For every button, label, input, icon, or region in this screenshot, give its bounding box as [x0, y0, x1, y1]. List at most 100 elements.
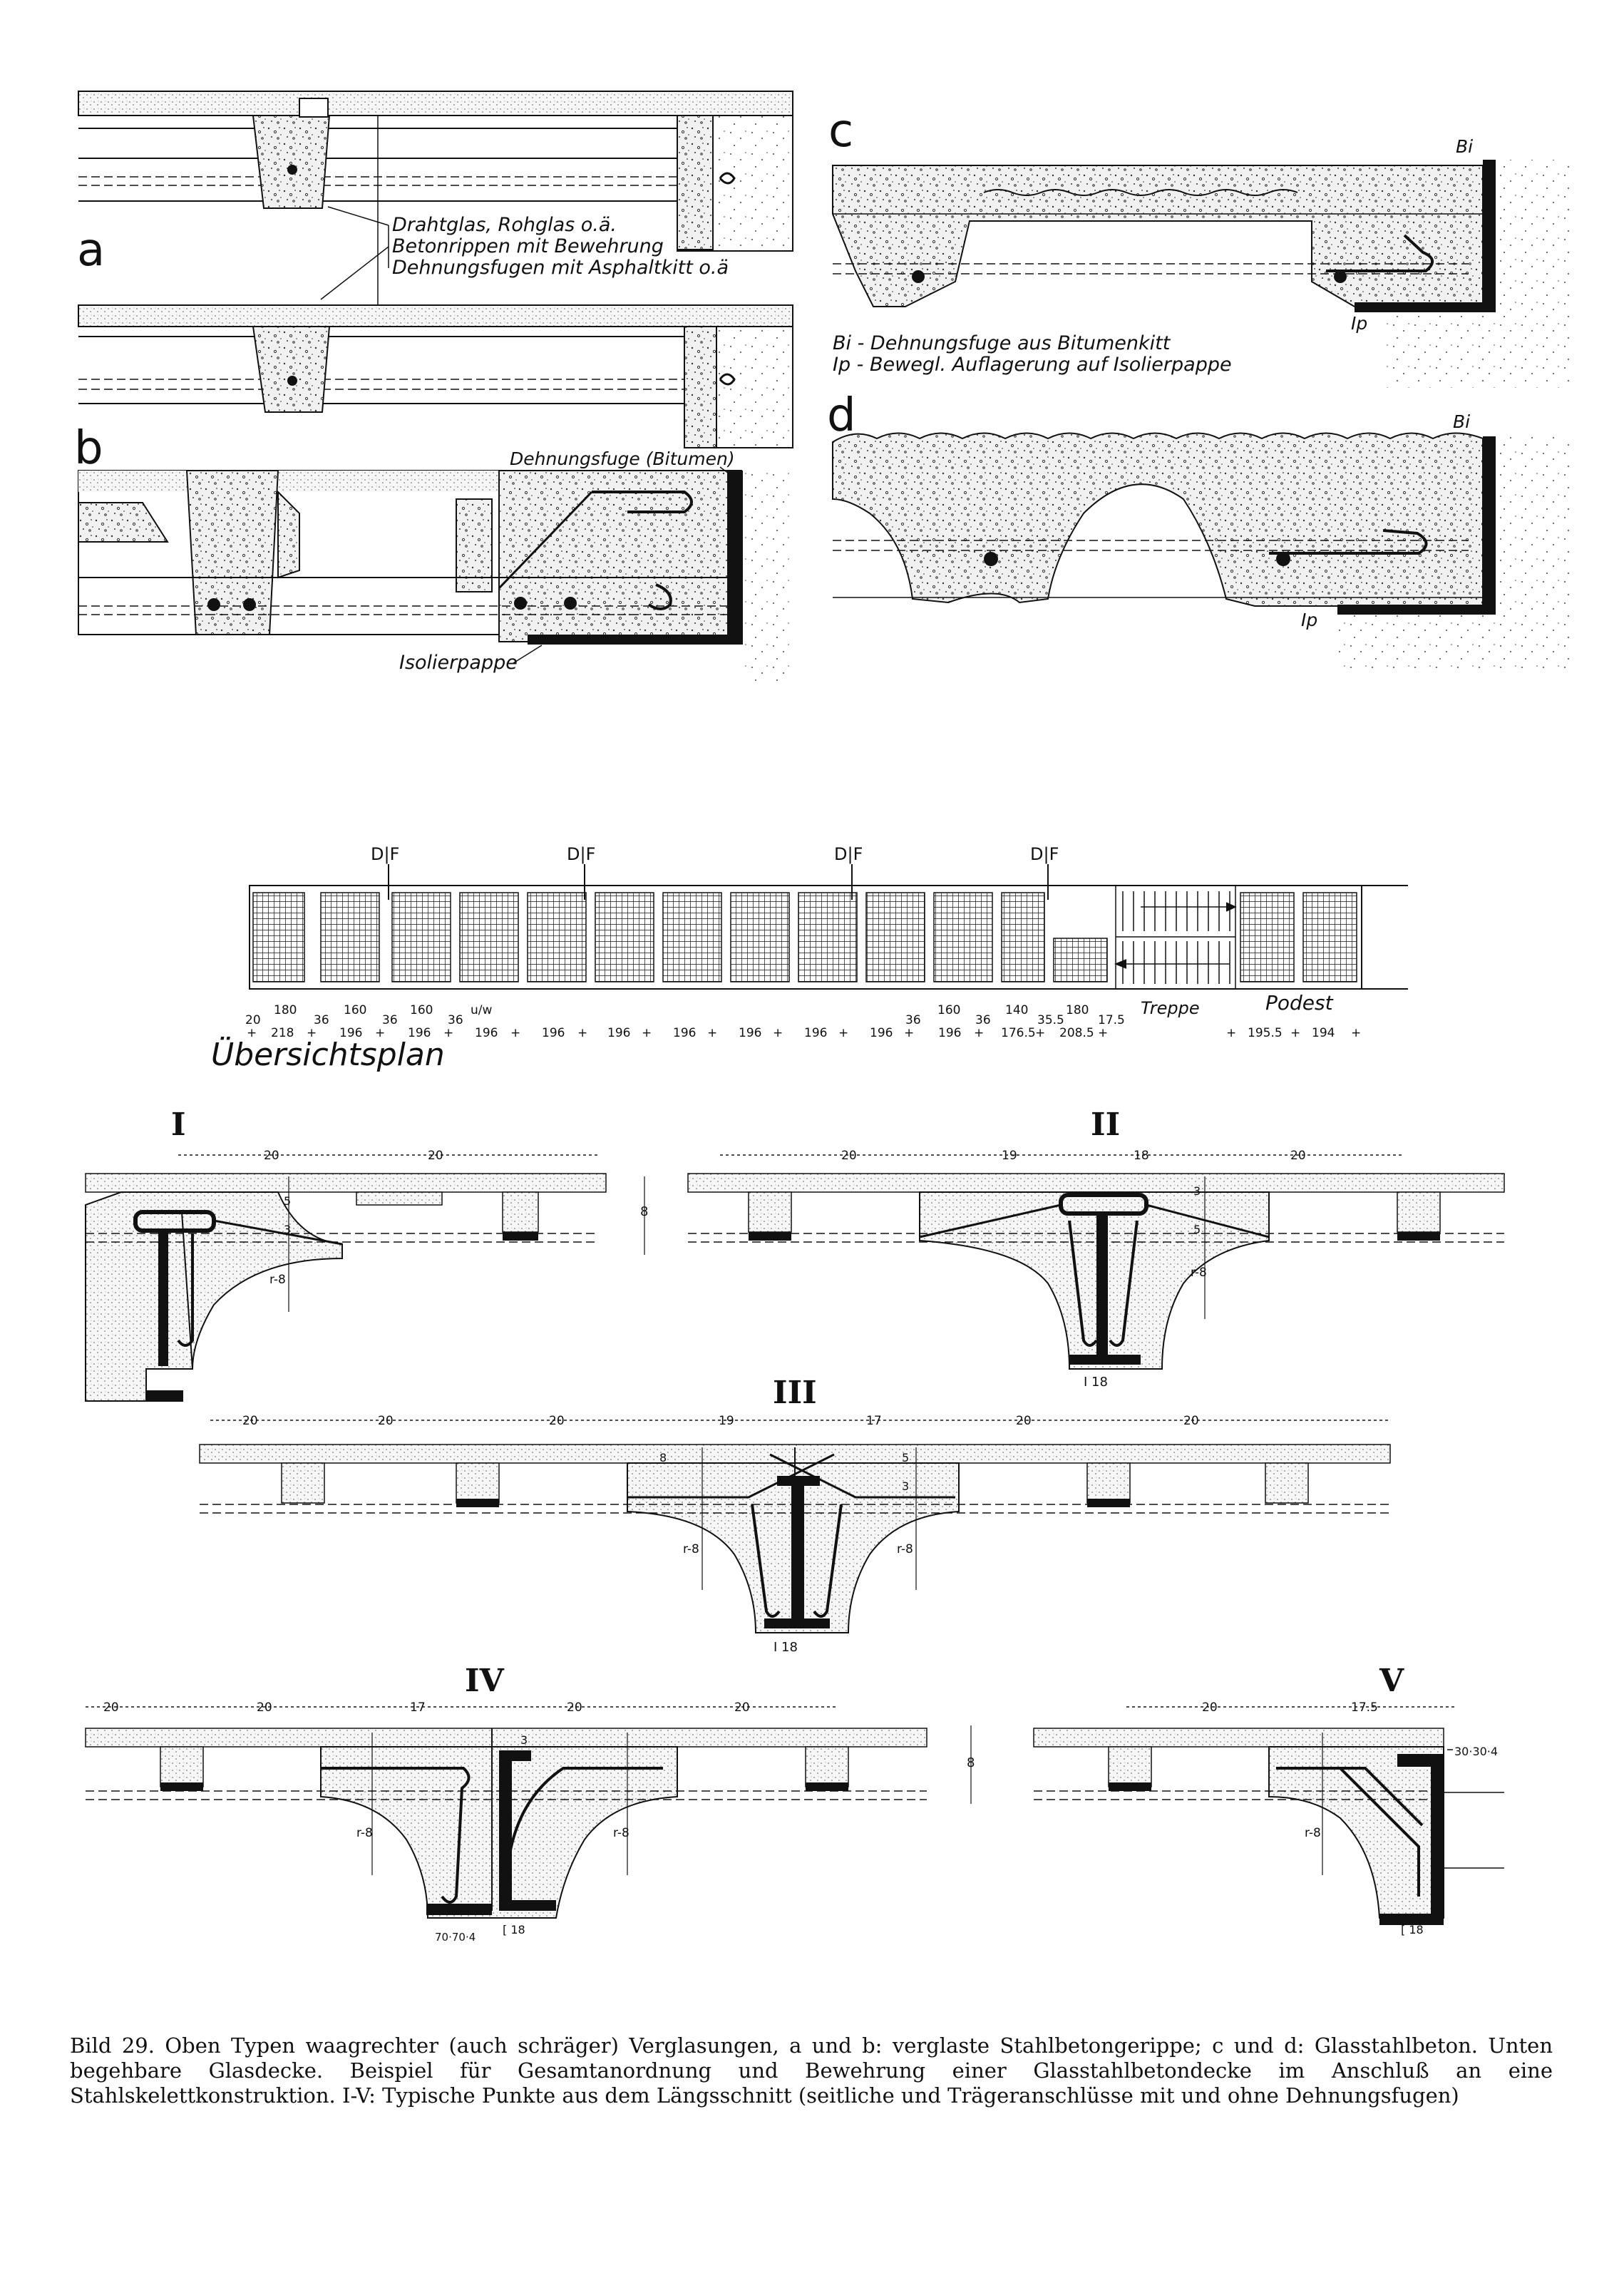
legend-c-bi: Bi - Dehnungsfuge aus Bitumenkitt: [833, 332, 1171, 354]
overview-plan: D|F D|F D|F D|F 20 180 36 160 36 160 36 …: [211, 844, 1408, 1073]
svg-text:+: +: [1290, 1026, 1300, 1040]
svg-text:196: 196: [339, 1026, 362, 1040]
svg-text:140: 140: [1005, 1003, 1028, 1017]
svg-text:160: 160: [410, 1003, 433, 1017]
label-c-ip: Ip: [1351, 313, 1367, 334]
svg-text:5: 5: [1193, 1223, 1201, 1236]
svg-text:3: 3: [902, 1479, 909, 1493]
svg-text:17: 17: [866, 1414, 882, 1428]
svg-text:17: 17: [410, 1700, 426, 1715]
svg-text:20: 20: [428, 1149, 443, 1163]
detail-III: III 20 20 20 19 17 20 20 8 5 3 r-8 r-8 I…: [199, 1375, 1391, 1655]
figure-a-letter: a: [77, 224, 105, 277]
detail-V: V 20 17.5 30·30·4 r-8 [ 18: [1033, 1663, 1504, 1936]
svg-text:+: +: [510, 1026, 520, 1040]
svg-text:36: 36: [448, 1013, 463, 1027]
glass-block-c: [832, 165, 1484, 307]
label-b-joint: Dehnungsfuge (Bitumen): [510, 448, 735, 469]
svg-text:196: 196: [542, 1026, 565, 1040]
rib-a-bottom: [252, 326, 331, 413]
svg-text:r-8: r-8: [1305, 1826, 1321, 1840]
svg-text:18: 18: [1134, 1149, 1149, 1163]
glass-block-d: [832, 432, 1484, 607]
svg-text:r-8: r-8: [356, 1826, 373, 1840]
svg-text:20: 20: [245, 1013, 261, 1027]
svg-text:+: +: [974, 1026, 984, 1040]
joint-markers: D|F D|F D|F D|F: [371, 844, 1059, 900]
svg-text:17.5: 17.5: [1351, 1700, 1378, 1715]
svg-text:36: 36: [975, 1013, 991, 1027]
svg-text:+: +: [247, 1026, 257, 1040]
label-podest: Podest: [1265, 991, 1334, 1015]
figure-d: d Bi Ip: [827, 389, 1573, 672]
svg-text:r-8: r-8: [897, 1542, 913, 1556]
svg-text:70·70·4: 70·70·4: [435, 1931, 476, 1944]
edge-beam-b: [498, 470, 742, 642]
svg-text:208.5: 208.5: [1059, 1026, 1094, 1040]
svg-text:196: 196: [607, 1026, 630, 1040]
svg-text:I 18: I 18: [1084, 1375, 1108, 1390]
svg-text:196: 196: [673, 1026, 696, 1040]
figure-c: c Bi Ip Bi - Dehnungsfuge aus Bitumenkit…: [828, 105, 1573, 388]
dimensions-top: 20 180 36 160 36 160 36 u/w 36 160 36 14…: [245, 1003, 1125, 1027]
svg-text:196: 196: [938, 1026, 961, 1040]
joint-label-4: D|F: [1030, 844, 1059, 864]
svg-text:195.5: 195.5: [1248, 1026, 1283, 1040]
label-b-pad: Isolierpappe: [399, 652, 518, 674]
technical-drawings: Drahtglas, Rohglas o.ä. Betonrippen mit …: [74, 91, 1573, 1944]
detail-III-numeral: III: [773, 1375, 817, 1411]
svg-text:+: +: [904, 1026, 914, 1040]
svg-text:r-8: r-8: [1191, 1266, 1207, 1280]
svg-text:20: 20: [1290, 1149, 1306, 1163]
svg-text:+: +: [1035, 1026, 1045, 1040]
svg-text:3: 3: [284, 1223, 291, 1236]
staircase: [1114, 885, 1237, 990]
svg-text:160: 160: [344, 1003, 366, 1017]
svg-text:176.5: 176.5: [1001, 1026, 1036, 1040]
svg-text:20: 20: [103, 1700, 119, 1715]
svg-text:20: 20: [567, 1700, 582, 1715]
svg-text:3: 3: [1193, 1184, 1201, 1198]
caption-text: Bild 29. Oben Typen waagrechter (auch sc…: [70, 2033, 1553, 2108]
svg-text:30·30·4: 30·30·4: [1454, 1745, 1498, 1758]
svg-text:180: 180: [1066, 1003, 1089, 1017]
svg-text:+: +: [307, 1026, 317, 1040]
svg-text:36: 36: [905, 1013, 921, 1027]
figure-a: Drahtglas, Rohglas o.ä. Betonrippen mit …: [77, 91, 793, 448]
rib-a-top: [252, 115, 331, 209]
svg-text:196: 196: [804, 1026, 827, 1040]
svg-text:+: +: [443, 1026, 453, 1040]
detail-II-numeral: II: [1091, 1107, 1120, 1143]
slab-a-bottom: [78, 304, 793, 327]
legend-c-ip: Ip - Bewegl. Auflagerung auf Isolierpapp…: [833, 354, 1232, 376]
svg-text:20: 20: [841, 1149, 857, 1163]
joint-label-3: D|F: [834, 844, 863, 864]
rib-b-1: [185, 470, 279, 635]
figure-d-letter: d: [827, 389, 856, 442]
label-a-1: Drahtglas, Rohglas o.ä.: [392, 214, 617, 236]
svg-text:20: 20: [734, 1700, 750, 1715]
svg-text:36: 36: [382, 1013, 398, 1027]
detail-I-numeral: I: [171, 1107, 186, 1143]
detail-V-numeral: V: [1379, 1663, 1404, 1699]
svg-text:196: 196: [475, 1026, 498, 1040]
svg-text:20: 20: [1183, 1414, 1199, 1428]
svg-text:180: 180: [274, 1003, 297, 1017]
joint-label-2: D|F: [567, 844, 595, 864]
svg-text:+: +: [1226, 1026, 1236, 1040]
overview-title: Übersichtsplan: [211, 1036, 445, 1073]
svg-text:+: +: [1098, 1026, 1108, 1040]
figure-caption: Bild 29. Oben Typen waagrechter (auch sc…: [70, 2033, 1553, 2108]
svg-text:36: 36: [314, 1013, 329, 1027]
edge-beam-I: [85, 1191, 343, 1402]
svg-text:20: 20: [549, 1414, 565, 1428]
svg-text:[ 18: [ 18: [1401, 1923, 1424, 1936]
svg-text:+: +: [838, 1026, 848, 1040]
svg-text:196: 196: [408, 1026, 431, 1040]
svg-text:+: +: [707, 1026, 717, 1040]
svg-text:218: 218: [271, 1026, 294, 1040]
figure-b-letter: b: [74, 422, 103, 475]
svg-text:+: +: [642, 1026, 652, 1040]
edge-beam-V: [1268, 1746, 1444, 1919]
detail-I: I 20 20 5 3 r-8 8: [85, 1107, 648, 1402]
